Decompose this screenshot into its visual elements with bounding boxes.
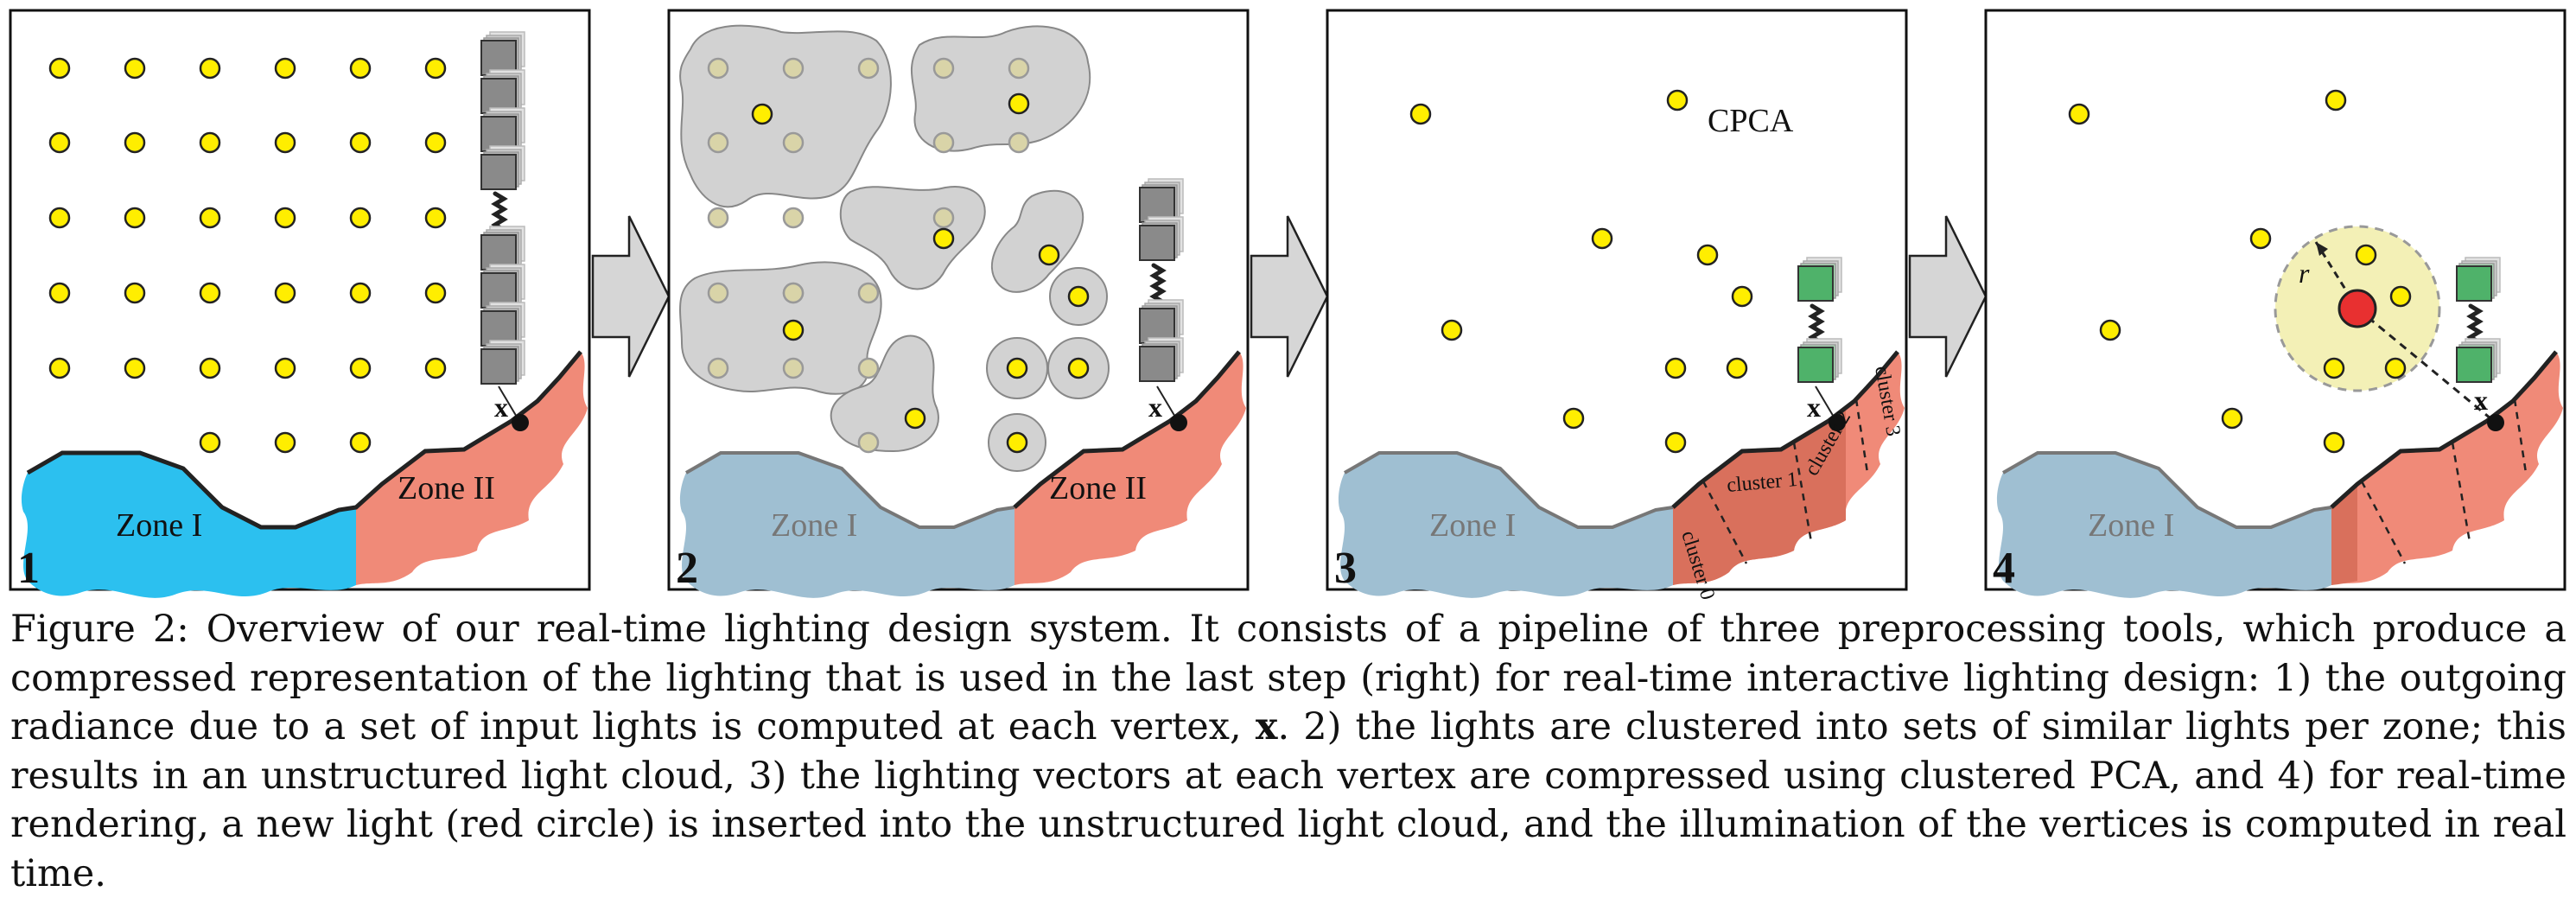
pipeline-arrow — [591, 215, 671, 378]
caption-line-4: results in an unstructured light cloud, … — [10, 754, 2566, 798]
caption-label: Figure 2: — [10, 608, 189, 651]
panel-number: 3 — [1334, 544, 1357, 593]
vertex-x-dot — [2487, 414, 2504, 431]
vertex-x-dot — [512, 414, 529, 431]
pipeline-arrow — [1908, 215, 1988, 378]
caption-line-3b: . 2) the lights are clustered into sets … — [1277, 705, 2566, 748]
zone-i-label: Zone I — [1429, 507, 1516, 544]
panel-number: 4 — [1993, 544, 2015, 593]
cluster-0-region — [1673, 408, 1846, 585]
vertex-x-label: x — [1148, 392, 1162, 423]
zone-i-label: Zone I — [116, 507, 202, 544]
panel-1: x Zone I Zone II 1 — [9, 9, 591, 598]
cpca-label: CPCA — [1708, 103, 1794, 139]
vertex-x-label: x — [494, 392, 508, 423]
new-light — [2337, 289, 2377, 328]
panel-3: CPCA x Zone I cluster 0 cluster 1 cluste… — [1326, 9, 1908, 602]
vertex-x-label: x — [2474, 385, 2488, 416]
vertex-x-dot — [1829, 414, 1846, 431]
caption-line-3: radiance due to a set of input lights is… — [10, 705, 1242, 748]
panel-2: x Zone I Zone II 2 — [667, 9, 1250, 598]
radius-label: r — [2299, 258, 2310, 289]
light-clusters — [679, 24, 1110, 472]
zone-ii-label: Zone II — [1049, 470, 1147, 506]
caption-line-2: compressed representation of the lightin… — [10, 656, 2566, 700]
pipeline-arrow — [1250, 215, 1329, 378]
panel-number: 2 — [676, 544, 698, 593]
caption-line-6: time. — [10, 851, 106, 895]
vertex-x-dot — [1170, 414, 1187, 431]
caption-line-1: Overview of our real-time lighting desig… — [206, 608, 2567, 651]
caption-line-5: rendering, a new light (red circle) is i… — [10, 803, 2566, 846]
zone-ii-label: Zone II — [398, 470, 495, 506]
figure-illustration: x Zone I Zone II 1 — [9, 9, 2566, 602]
cluster-boundaries — [1701, 398, 1869, 564]
radius-arrowhead — [2316, 242, 2328, 256]
figure-caption: Figure 2: Overview of our real-time ligh… — [10, 605, 2566, 895]
vertex-x-label: x — [1807, 392, 1821, 423]
zone-i-label: Zone I — [771, 507, 857, 544]
panel-4: r x Zone I 4 — [1984, 9, 2566, 598]
light-to-vertex-line — [2357, 307, 2496, 424]
zone-i-label: Zone I — [2088, 507, 2174, 544]
caption-vertex-symbol: x — [1255, 705, 1278, 748]
panel-number: 1 — [17, 544, 40, 593]
